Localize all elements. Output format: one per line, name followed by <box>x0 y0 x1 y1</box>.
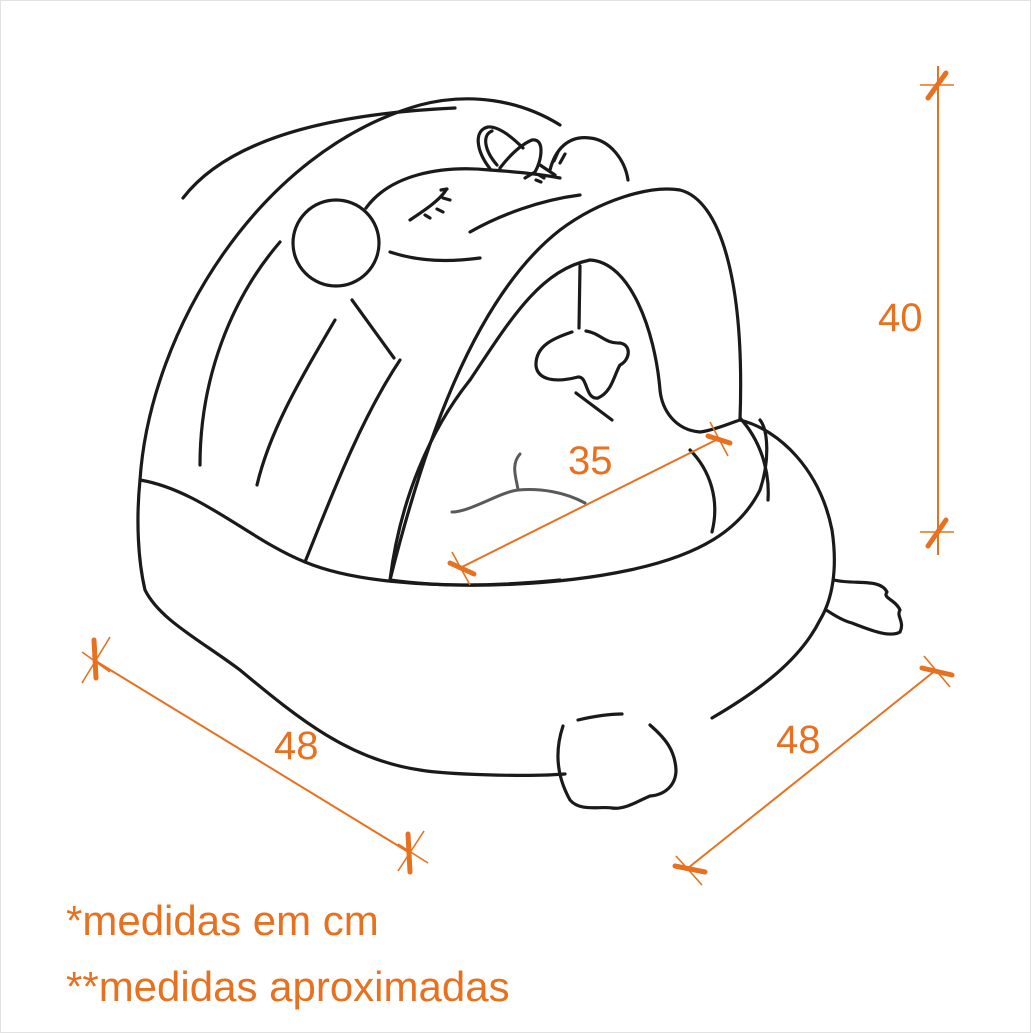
hanging-fish-toy <box>534 264 630 422</box>
dimension-width-left <box>81 636 429 875</box>
canopy-arch <box>388 187 743 582</box>
note-approximate: **medidas aproximadas <box>66 963 510 1010</box>
character-head <box>291 167 562 360</box>
dimension-height <box>920 66 954 555</box>
cushion-wrinkle <box>450 452 587 514</box>
bed-outline <box>136 97 836 777</box>
dimension-width-right <box>672 655 955 886</box>
dimension-width-left-label: 48 <box>274 724 319 768</box>
bow <box>476 125 630 184</box>
right-paw <box>824 578 904 636</box>
front-paw <box>546 712 678 810</box>
dimension-height-label: 40 <box>878 296 923 340</box>
note-units: *medidas em cm <box>66 897 379 944</box>
dimension-inner-depth <box>447 421 733 586</box>
dimension-inner-depth-label: 35 <box>568 439 613 483</box>
dimension-width-right-label: 48 <box>776 718 821 762</box>
